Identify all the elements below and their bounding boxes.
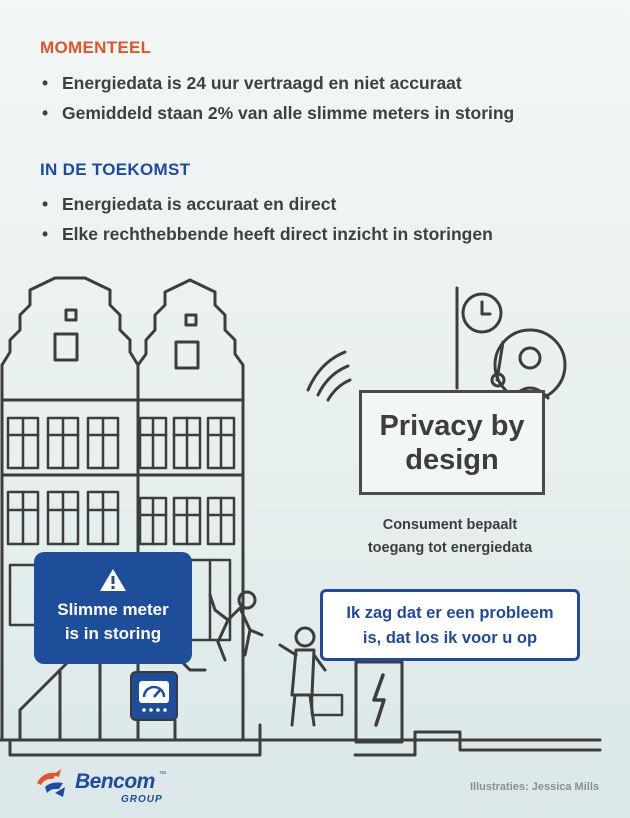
- list-item: Energiedata is 24 uur vertraagd en niet …: [40, 68, 514, 98]
- bencom-logo: Bencom ™ GROUP: [33, 767, 173, 807]
- smart-meter: [130, 671, 178, 721]
- alert-line-1: Slimme meter: [57, 600, 169, 619]
- logo-group: GROUP: [121, 794, 163, 805]
- list-item: Gemiddeld staan 2% van alle slimme meter…: [40, 98, 514, 128]
- logo-name: Bencom: [75, 770, 155, 793]
- illustration-credit: Illustraties: Jessica Mills: [469, 781, 599, 793]
- privacy-by-design-box: Privacy by design: [359, 390, 545, 495]
- meter-gauge-icon: [139, 681, 169, 712]
- consumer-caption: Consument bepaalt toegang tot energiedat…: [340, 514, 560, 560]
- future-heading: IN DE TOEKOMST: [40, 160, 191, 179]
- meter-alert-bubble: Slimme meter is in storing: [34, 552, 192, 664]
- current-list: Energiedata is 24 uur vertraagd en niet …: [40, 68, 514, 128]
- privacy-line-1: Privacy by: [379, 409, 525, 442]
- speech-line-1: Ik zag dat er een probleem: [346, 604, 554, 622]
- list-item: Energiedata is accuraat en direct: [40, 189, 493, 219]
- current-heading: MOMENTEEL: [40, 38, 152, 57]
- technician-speech-bubble: Ik zag dat er een probleem is, dat los i…: [320, 589, 580, 661]
- consumer-line-1: Consument bepaalt: [382, 517, 518, 533]
- consumer-line-2: toegang tot energiedata: [367, 540, 533, 556]
- bencom-logo-icon: [37, 769, 65, 797]
- privacy-line-2: design: [405, 443, 499, 476]
- warning-icon: [100, 569, 126, 591]
- future-list: Energiedata is accuraat en direct Elke r…: [40, 189, 493, 249]
- list-item: Elke rechthebbende heeft direct inzicht …: [40, 219, 493, 249]
- logo-trademark: ™: [159, 771, 166, 778]
- speech-line-2: is, dat los ik voor u op: [362, 629, 538, 647]
- alert-line-2: is in storing: [64, 624, 162, 643]
